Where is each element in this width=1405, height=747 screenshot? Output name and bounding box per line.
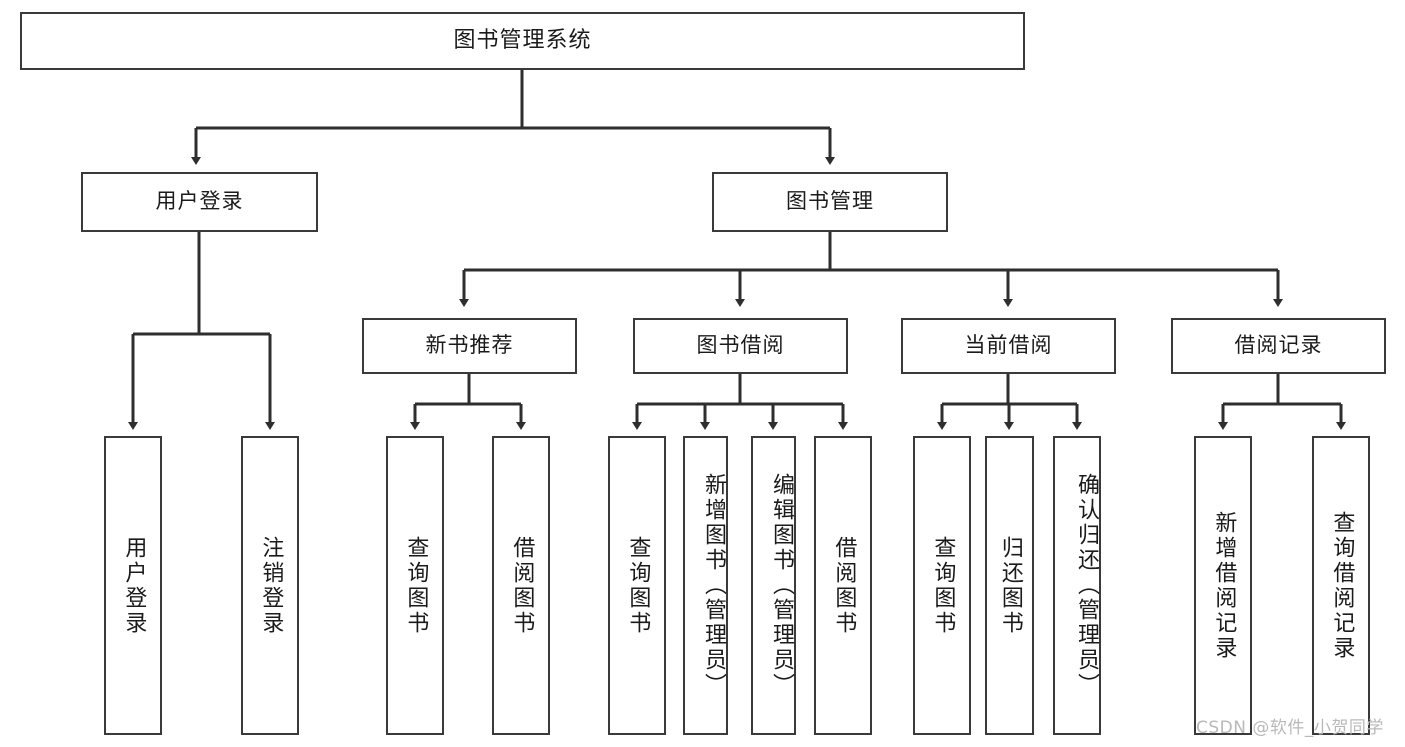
node-label: 编辑图书（管理员） bbox=[769, 473, 794, 698]
watermark-text: CSDN @软件_小贺同学 bbox=[1196, 718, 1384, 738]
node-label: 新增图书（管理员） bbox=[701, 473, 726, 698]
node-label: 新书推荐 bbox=[425, 333, 514, 358]
node-leaf-return-book[interactable]: 归还图书 bbox=[985, 436, 1034, 735]
node-leaf-query-book-recommend[interactable]: 查询图书 bbox=[386, 436, 444, 735]
node-label: 当前借阅 bbox=[964, 333, 1053, 358]
node-label: 图书管理系统 bbox=[453, 27, 592, 53]
node-leaf-edit-book-admin[interactable]: 编辑图书（管理员） bbox=[751, 436, 796, 735]
node-label: 图书借阅 bbox=[696, 333, 785, 358]
node-leaf-user-login[interactable]: 用户登录 bbox=[104, 436, 162, 735]
node-borrow-record[interactable]: 借阅记录 bbox=[1171, 318, 1386, 374]
node-label: 查询图书 bbox=[930, 535, 956, 636]
node-label: 归还图书 bbox=[997, 535, 1023, 636]
node-leaf-borrow-book-recommend[interactable]: 借阅图书 bbox=[492, 436, 550, 735]
node-leaf-user-logout[interactable]: 注销登录 bbox=[241, 436, 299, 735]
node-leaf-add-borrow-record[interactable]: 新增借阅记录 bbox=[1194, 436, 1252, 735]
node-label: 借阅图书 bbox=[509, 535, 535, 636]
node-leaf-borrow-book[interactable]: 借阅图书 bbox=[814, 436, 872, 735]
node-label: 查询借阅记录 bbox=[1329, 510, 1355, 661]
node-label: 借阅图书 bbox=[831, 535, 857, 636]
node-book-borrow[interactable]: 图书借阅 bbox=[633, 318, 848, 374]
node-label: 用户登录 bbox=[121, 535, 147, 636]
node-label: 查询图书 bbox=[403, 535, 429, 636]
node-user-login[interactable]: 用户登录 bbox=[81, 172, 318, 232]
node-book-management[interactable]: 图书管理 bbox=[712, 172, 948, 232]
node-root-book-management-system[interactable]: 图书管理系统 bbox=[20, 12, 1025, 70]
node-current-borrow[interactable]: 当前借阅 bbox=[901, 318, 1116, 374]
node-leaf-confirm-return-admin[interactable]: 确认归还（管理员） bbox=[1053, 436, 1101, 735]
node-label: 新增借阅记录 bbox=[1211, 510, 1237, 661]
node-leaf-query-book-borrow[interactable]: 查询图书 bbox=[608, 436, 666, 735]
node-label: 注销登录 bbox=[258, 535, 284, 636]
node-label: 查询图书 bbox=[625, 535, 651, 636]
node-label: 借阅记录 bbox=[1234, 333, 1323, 358]
node-label: 确认归还（管理员） bbox=[1074, 473, 1099, 698]
node-label: 用户登录 bbox=[155, 189, 244, 214]
node-label: 图书管理 bbox=[786, 189, 874, 214]
node-new-book-recommend[interactable]: 新书推荐 bbox=[362, 318, 577, 374]
node-leaf-add-book-admin[interactable]: 新增图书（管理员） bbox=[683, 436, 728, 735]
node-leaf-query-borrow-record[interactable]: 查询借阅记录 bbox=[1312, 436, 1370, 735]
node-leaf-query-book-current[interactable]: 查询图书 bbox=[913, 436, 971, 735]
